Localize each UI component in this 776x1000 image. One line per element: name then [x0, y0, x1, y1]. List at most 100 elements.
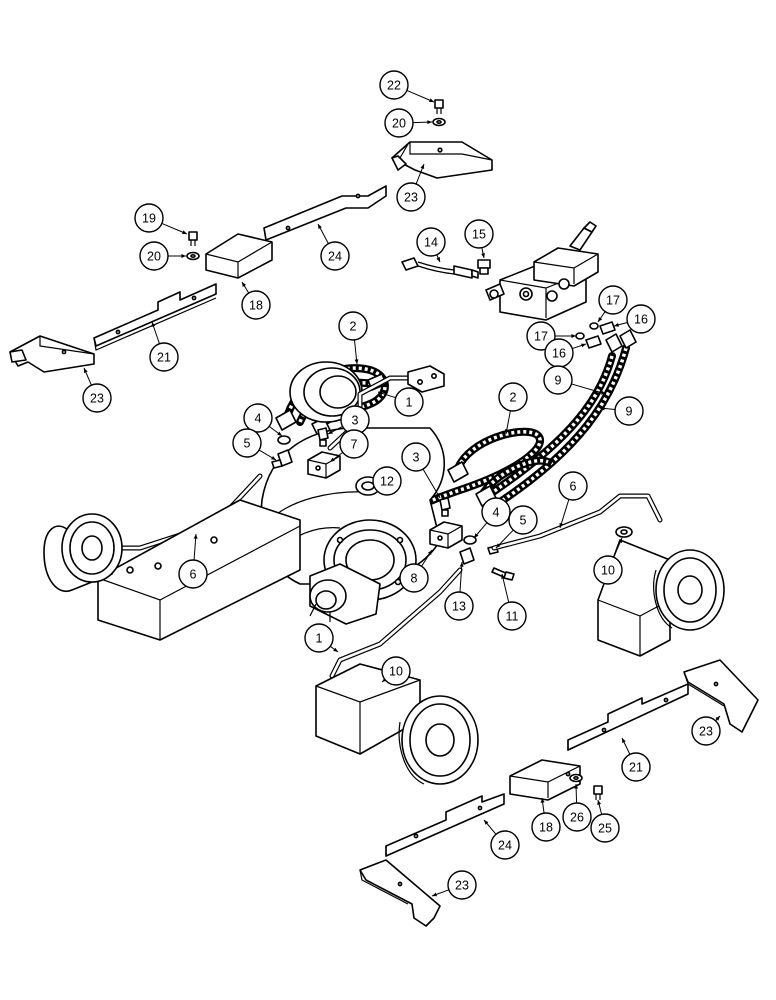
callout-number: 18: [249, 299, 263, 313]
callout-23: 23: [396, 163, 426, 212]
callout-number: 22: [387, 79, 401, 93]
callout-circle: [232, 428, 262, 458]
callout-arrowhead: [84, 368, 88, 373]
callout-number: 24: [328, 250, 342, 264]
callout-25: 25: [590, 799, 620, 843]
fitting-3-right: [439, 497, 451, 517]
guard-plate-21-upper: [93, 283, 217, 351]
callout-arrowhead: [181, 254, 186, 258]
callout-arrowhead: [429, 98, 434, 102]
callout-number: 6: [190, 568, 197, 582]
callout-20: 20: [384, 108, 433, 138]
callout-arrowhead: [574, 784, 579, 789]
callout-number: 23: [699, 725, 713, 739]
callout-circle: [339, 429, 369, 459]
callout-9: 9: [599, 396, 644, 426]
callout-21: 21: [621, 737, 651, 782]
callout-arrowhead: [318, 224, 322, 229]
callout-arrowhead: [151, 322, 156, 327]
callout-circle: [396, 182, 426, 212]
callout-arrowhead: [597, 800, 602, 805]
callout-1: 1: [304, 623, 339, 653]
callout-leader-line: [559, 499, 570, 529]
callout-number: 10: [389, 665, 403, 679]
callout-arrowhead: [328, 430, 333, 434]
callout-circle: [372, 466, 402, 496]
callout-arrowhead: [436, 257, 440, 262]
callout-circle: [526, 321, 556, 351]
control-valve-assembly: [401, 221, 616, 349]
callout-arrowhead: [427, 550, 432, 555]
callout-arrowhead: [277, 431, 282, 436]
callout-arrowhead: [481, 253, 485, 258]
callout-number: 23: [404, 191, 418, 205]
callout-10: 10: [593, 537, 623, 585]
callout-3: 3: [401, 442, 441, 499]
callout-number: 6: [570, 480, 577, 494]
callout-circle: [614, 396, 644, 426]
screw-22-upper: [434, 99, 444, 114]
left-axle-housing: [43, 499, 301, 641]
callout-circle: [338, 311, 368, 341]
left-wheel-hub: [43, 513, 123, 592]
callout-1: 1: [377, 387, 424, 417]
callout-number: 26: [570, 811, 584, 825]
callout-8: 8: [399, 549, 433, 593]
callout-arrowhead: [435, 493, 440, 498]
guard-plate-24-lower: [385, 793, 505, 857]
end-bracket-23-right: [683, 659, 759, 733]
callout-arrowhead: [571, 334, 576, 338]
fittings-16-17: [575, 321, 616, 349]
hydraulic-hoses-9: [486, 329, 637, 510]
callout-20: 20: [139, 241, 186, 271]
callout-circle: [416, 227, 446, 257]
end-bracket-23-bottom: [359, 859, 441, 927]
callout-number: 3: [413, 451, 420, 465]
callout-number: 18: [539, 821, 553, 835]
callout-number: 13: [452, 600, 466, 614]
callout-circle: [444, 591, 474, 621]
callout-arrowhead: [540, 798, 545, 803]
callout-10: 10: [381, 656, 411, 686]
callout-arrowhead: [501, 574, 505, 579]
callout-circle: [691, 716, 721, 746]
guard-plate-21-lower: [567, 683, 689, 751]
callout-arrowhead: [581, 343, 586, 348]
callout-arrowhead: [618, 538, 622, 543]
callout-arrowhead: [354, 359, 359, 364]
callout-number: 1: [316, 632, 323, 646]
right-wheel-hub: [653, 549, 725, 631]
rear-upper-drum: [289, 361, 363, 423]
end-bracket-23-upper: [391, 141, 493, 179]
callout-number: 21: [157, 351, 171, 365]
callout-circle: [593, 555, 623, 585]
sensor-cable-14: [401, 257, 479, 279]
bolt-11: [491, 567, 515, 581]
callout-arrowhead: [614, 322, 619, 327]
callout-circle: [626, 304, 656, 334]
spacer-block-18-lower: [509, 759, 581, 801]
callout-18: 18: [531, 797, 561, 842]
callout-arrowhead: [474, 533, 479, 538]
callout-arrowhead: [330, 457, 335, 462]
callout-circle: [508, 505, 538, 535]
callout-number: 17: [606, 294, 620, 308]
callout-number: 2: [510, 391, 517, 405]
callout-number: 16: [552, 347, 566, 361]
callout-4: 4: [243, 403, 283, 437]
callout-number: 23: [455, 879, 469, 893]
callout-number: 20: [392, 117, 406, 131]
callout-number: 8: [411, 572, 418, 586]
callout-number: 3: [352, 414, 359, 428]
callout-number: 5: [244, 437, 251, 451]
callout-14: 14: [416, 227, 446, 263]
callout-circle: [562, 802, 592, 832]
screw-19: [188, 231, 198, 246]
callout-arrowhead: [333, 647, 338, 652]
callout-number: 10: [601, 564, 615, 578]
differential-housing: [254, 361, 515, 625]
callout-circle: [381, 656, 411, 686]
callout-24: 24: [317, 223, 350, 271]
callout-circle: [399, 563, 429, 593]
callout-number: 4: [493, 506, 500, 520]
